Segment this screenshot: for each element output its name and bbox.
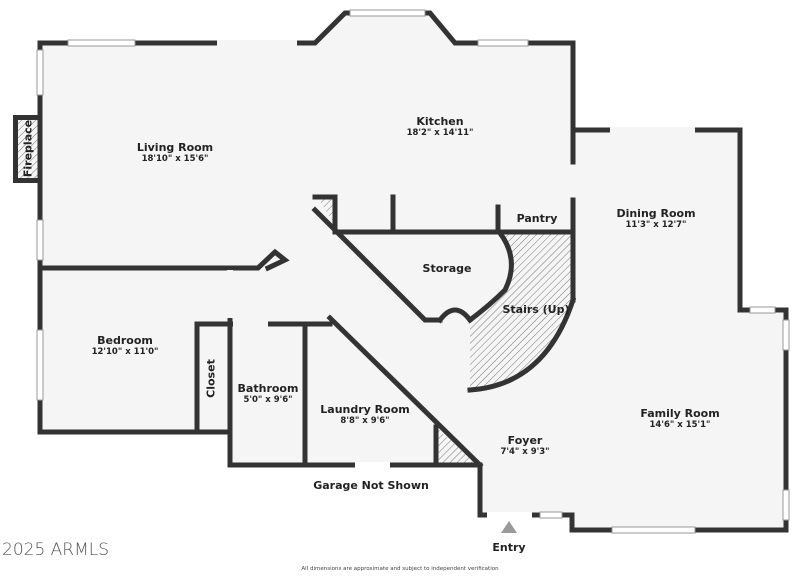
room-dim: 7'4" x 9'3" [500,447,550,457]
room-dim: 18'2" x 14'11" [406,128,474,138]
closet-label: Closet [204,359,218,398]
copyright-watermark: 2025 ARMLS [2,540,110,560]
room-name: Laundry Room [320,403,410,416]
storage-label: Storage [422,262,472,275]
entry-label: Entry [492,541,526,554]
room-name: Bedroom [97,334,153,347]
stairs-label: Stairs (Up) [502,303,570,316]
room-name: Bathroom [237,382,299,395]
disclaimer-note: All dimensions are approximate and subje… [301,566,499,572]
room-dim: 8'8" x 9'6" [340,416,390,426]
room-dim: 11'3" x 12'7" [625,220,687,230]
garage-label: Garage Not Shown [313,479,429,492]
stairs [470,233,573,390]
room-dim: 18'10" x 15'6" [141,154,209,164]
room-dim: 14'6" x 15'1" [649,420,711,430]
pantry-label: Pantry [516,212,558,225]
fireplace-label: Fireplace [21,119,35,178]
hatched-column [318,198,333,222]
floor-area [40,13,786,530]
room-dim: 5'0" x 9'6" [243,395,293,405]
room-name: Family Room [640,407,720,420]
room-name: Living Room [136,141,214,154]
room-name: Dining Room [616,207,696,220]
room-name: Kitchen [416,115,464,128]
room-dim: 12'10" x 11'0" [91,347,159,357]
room-name: Foyer [507,434,543,447]
windows [36,9,790,534]
entry-arrow-icon [501,521,517,533]
